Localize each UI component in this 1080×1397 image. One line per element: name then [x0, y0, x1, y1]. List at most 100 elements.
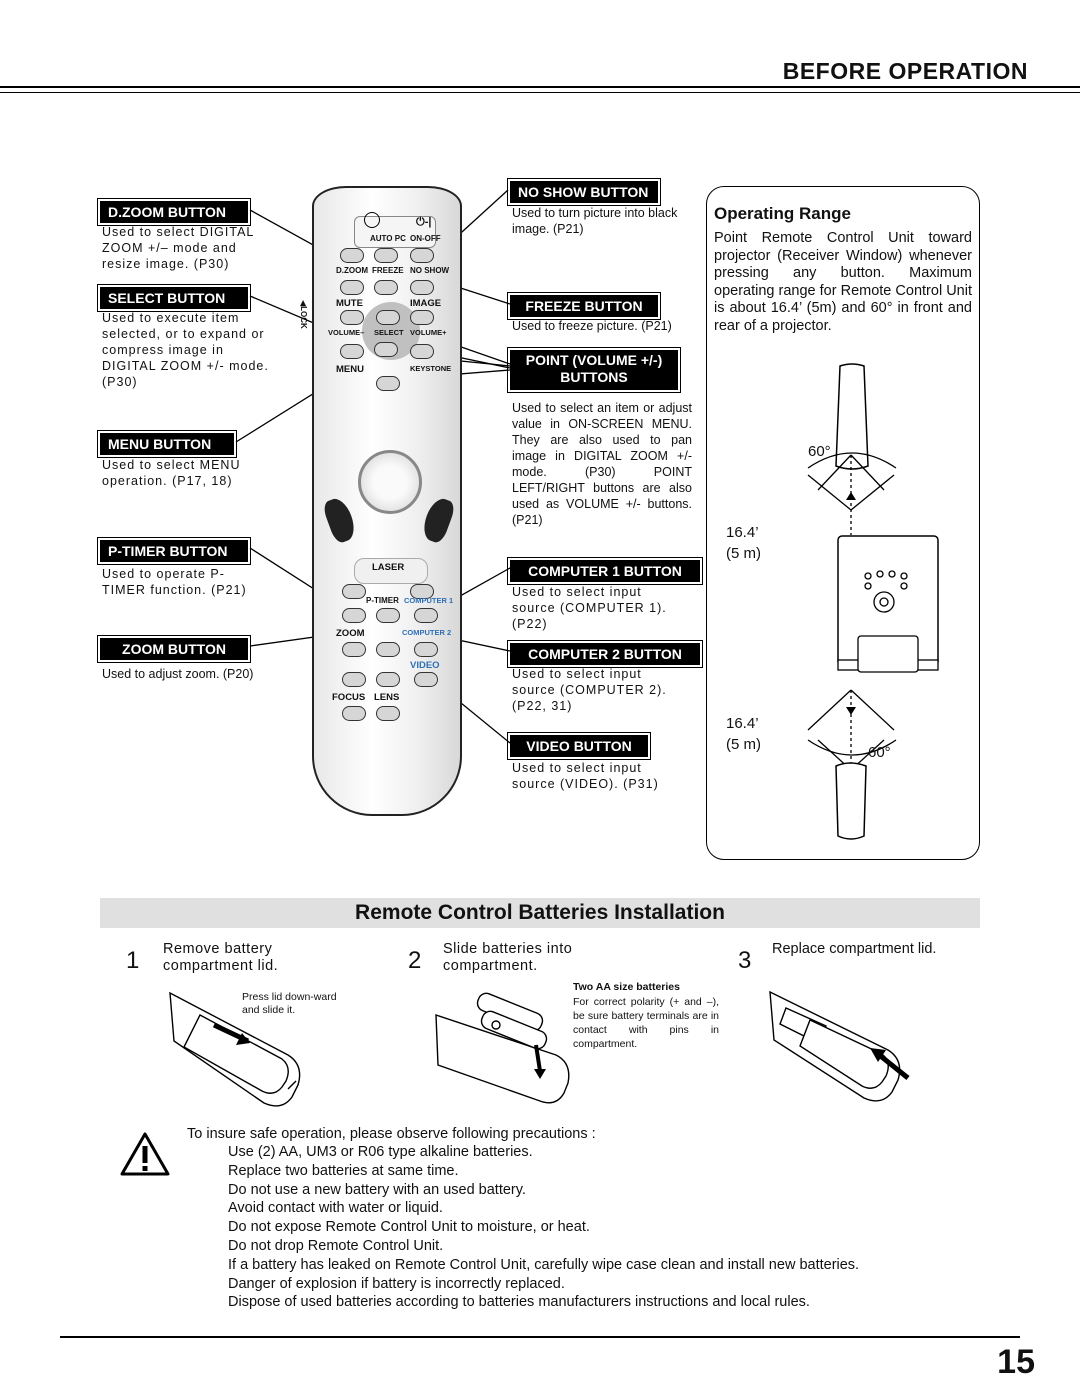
remote-mute-label: MUTE [336, 298, 363, 309]
remote-btn-19 [414, 642, 438, 657]
laser-indicator-icon [364, 212, 380, 228]
remote-btn-7 [340, 310, 364, 325]
zoom-button-label: ZOOM BUTTON [97, 635, 251, 663]
computer1-button-label: COMPUTER 1 BUTTON [507, 557, 703, 585]
point-label-line2: BUTTONS [560, 369, 628, 385]
remote-btn-1 [340, 248, 364, 263]
header-rule-thin [0, 92, 1080, 93]
step1-remote-illustration [169, 991, 301, 1107]
distance-top-meters: (5 m) [726, 545, 761, 562]
power-symbol: ⏻-| [416, 216, 432, 228]
remote-btn-20 [342, 672, 366, 687]
remote-select-label: SELECT [374, 328, 404, 337]
remote-btn-5 [374, 280, 398, 295]
remote-zoom-label: ZOOM [336, 628, 365, 639]
remote-btn-2 [374, 248, 398, 263]
distance-bottom-meters: (5 m) [726, 736, 761, 753]
distance-top-label: 16.4’ [726, 524, 759, 541]
zoom-button-desc: Used to adjust zoom. (P20) [102, 667, 254, 681]
angle-top-label: 60° [808, 443, 831, 460]
ptimer-button-desc: Used to operate P-TIMER function. (P21) [102, 567, 247, 597]
remote-menu-label: MENU [336, 364, 364, 375]
remote-volume-plus-label: VOLUME+ [410, 328, 447, 337]
remote-on-off-label: ON-OFF [410, 234, 441, 243]
step3-text: Replace compartment lid. [772, 941, 937, 957]
remote-ptimer-label: P-TIMER [366, 596, 399, 605]
remote-btn-11 [410, 344, 434, 359]
remote-right-grip [419, 495, 457, 545]
noshow-button-desc: Used to turn picture into black image. (… [512, 206, 678, 236]
computer1-button-desc: Used to select input source (COMPUTER 1)… [512, 585, 667, 631]
header-rule [0, 86, 1080, 88]
noshow-button-label: NO SHOW BUTTON [507, 178, 661, 206]
remote-btn-21 [376, 672, 400, 687]
remote-btn-18 [376, 642, 400, 657]
point-buttons-desc: Used to select an item or adjust value i… [512, 401, 692, 527]
operating-range-diagram [807, 363, 939, 840]
remote-btn-8 [410, 310, 434, 325]
batteries-section-title: Remote Control Batteries Installation [100, 898, 980, 928]
step1-number: 1 [126, 947, 140, 974]
remote-btn-3 [410, 248, 434, 263]
step1-text: Remove battery compartment lid. [163, 941, 279, 974]
remote-laser-label: LASER [372, 562, 405, 573]
remote-btn-10 [374, 342, 398, 357]
distance-bottom-label: 16.4’ [726, 715, 759, 732]
remote-btn-22 [414, 672, 438, 687]
remote-keystone-label: KEYSTONE [410, 364, 452, 373]
remote-computer1-label: COMPUTER 1 [404, 596, 454, 605]
step3-remote-illustration [769, 990, 910, 1102]
warning-list: Use (2) AA, UM3 or R06 type alkaline bat… [228, 1143, 859, 1312]
remote-btn-6 [410, 280, 434, 295]
step2-number: 2 [408, 947, 422, 974]
operating-range-title: Operating Range [714, 204, 851, 223]
remote-btn-24 [376, 706, 400, 721]
operating-range-panel [706, 186, 980, 860]
remote-noshow-label: NO SHOW [410, 266, 450, 275]
remote-btn-9 [340, 344, 364, 359]
freeze-button-desc: Used to freeze picture. (P21) [512, 319, 672, 333]
step2-note: For correct polarity (+ and –), be sure … [573, 996, 719, 1050]
remote-btn-4 [340, 280, 364, 295]
remote-dzoom-label: D.ZOOM [336, 266, 368, 275]
video-button-desc: Used to select input source (VIDEO). (P3… [512, 761, 659, 791]
operating-range-text: Point Remote Control Unit toward project… [714, 230, 972, 334]
select-button-desc: Used to execute item selected, or to exp… [102, 311, 269, 389]
freeze-button-label: FREEZE BUTTON [507, 292, 661, 320]
menu-button-desc: Used to select MENU operation. (P17, 18) [102, 458, 241, 488]
remote-point-down [376, 376, 400, 391]
page-number: 15 [997, 1343, 1035, 1381]
ptimer-button-label: P-TIMER BUTTON [97, 537, 251, 565]
remote-laser-panel [354, 558, 428, 584]
remote-btn-23 [342, 706, 366, 721]
step1-note: Press lid down-ward and slide it. [242, 991, 337, 1016]
remote-trackball [358, 450, 422, 514]
remote-video-label: VIDEO [410, 660, 440, 671]
step2-text: Slide batteries into compartment. [443, 941, 573, 974]
step2-note-title: Two AA size batteries [573, 981, 680, 993]
step2-remote-illustration [435, 992, 570, 1104]
remote-computer2-label: COMPUTER 2 [402, 628, 452, 637]
warning-item: Do not use a new battery with an used ba… [228, 1181, 526, 1198]
dzoom-button-label: D.ZOOM BUTTON [97, 198, 251, 226]
remote-image-label: IMAGE [410, 298, 442, 309]
warning-item: Use (2) AA, UM3 or R06 type alkaline bat… [228, 1144, 533, 1160]
remote-auto-pc-label: AUTO PC [370, 234, 406, 243]
remote-volume-minus-label: VOLUME– [328, 328, 365, 337]
warning-item: Replace two batteries at same time. [228, 1162, 459, 1179]
warning-item: Danger of explosion if battery is incorr… [228, 1275, 565, 1292]
menu-button-label: MENU BUTTON [97, 430, 237, 458]
remote-btn-12 [342, 584, 366, 599]
remote-freeze-label: FREEZE [372, 266, 404, 275]
angle-bottom-label: 60° [868, 744, 891, 761]
remote-btn-17 [342, 642, 366, 657]
remote-btn-15 [376, 608, 400, 623]
warning-intro: To insure safe operation, please observe… [187, 1126, 596, 1142]
remote-control-illustration: ⏻-| AUTO PC ON-OFF D.ZOOM FREEZE NO SHOW… [299, 186, 462, 816]
warning-item: Do not expose Remote Control Unit to moi… [228, 1219, 590, 1236]
computer2-button-label: COMPUTER 2 BUTTON [507, 640, 703, 668]
step3-number: 3 [738, 947, 752, 974]
footer-rule [60, 1336, 1020, 1338]
remote-focus-label: FOCUS [332, 692, 366, 703]
remote-left-grip [321, 495, 359, 545]
